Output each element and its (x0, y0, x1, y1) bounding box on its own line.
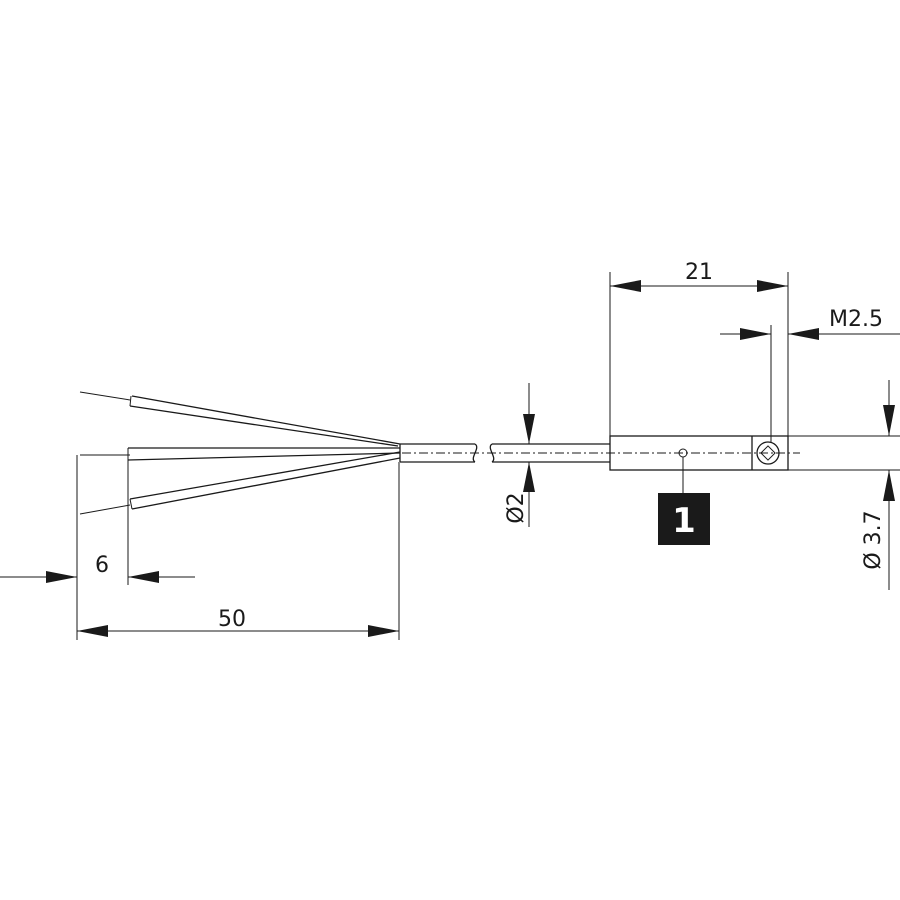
dimension-50: 50 (76, 455, 400, 640)
dimension-cable-diameter-label: Ø2 (504, 492, 529, 523)
callout-1: 1 (658, 457, 710, 545)
wire-leads (79, 391, 401, 515)
dimension-body-diameter: Ø 3.7 (788, 380, 900, 590)
callout-label: 1 (672, 501, 696, 541)
dimension-21-label: 21 (685, 260, 713, 285)
callout-box (658, 493, 710, 545)
dimension-6: 6 (0, 460, 195, 585)
dimension-21: 21 (609, 260, 789, 436)
dimension-thread: M2.5 (720, 307, 900, 442)
dimension-50-label: 50 (218, 607, 246, 632)
dimension-cable-diameter: Ø2 (504, 383, 535, 527)
dimension-6-label: 6 (95, 553, 109, 578)
dimension-body-diameter-label: Ø 3.7 (861, 510, 886, 569)
dimension-thread-label: M2.5 (829, 307, 883, 332)
